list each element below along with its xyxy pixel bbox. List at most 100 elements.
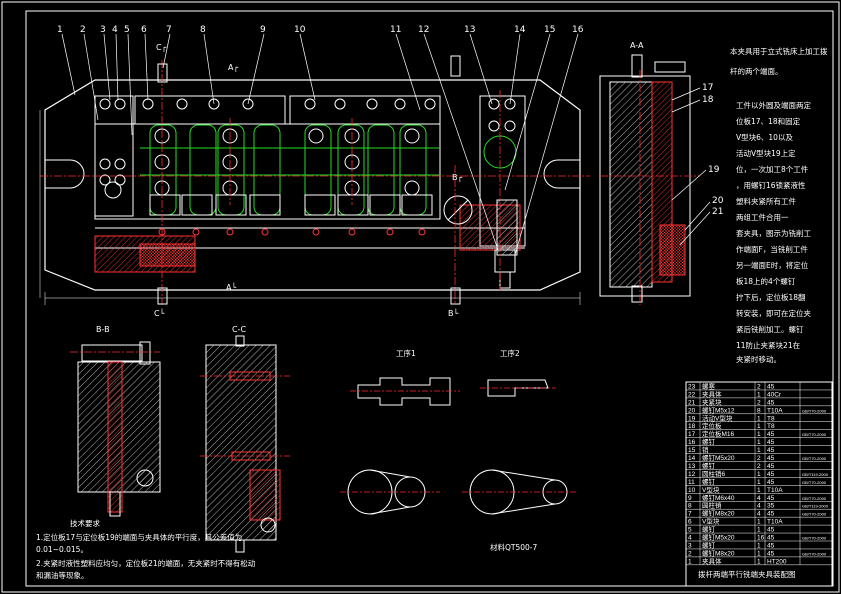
bom-cell: 22 xyxy=(688,391,696,398)
material-label: 材料QT500-7 xyxy=(490,542,538,552)
bom-cell: 45 xyxy=(767,447,775,454)
section-cc: C-C xyxy=(200,325,290,553)
tech-req-3: 2.夹紧时液性塑料应均匀，定位板21的端面，无夹紧时不得有松动 xyxy=(36,558,256,568)
bom-cell: 4 xyxy=(688,535,692,542)
op2-label: 工序2 xyxy=(500,348,520,358)
balloon-10: 10 xyxy=(294,25,306,35)
bom-cell: T10A xyxy=(767,487,783,494)
note-line-7: 位，一次加工8个工件 xyxy=(736,164,809,174)
bom-cell: 2 xyxy=(757,463,761,470)
bom-cell: 1 xyxy=(757,527,761,534)
bom-cell: 螺钉 xyxy=(702,540,716,549)
bom-cell: 螺钉 xyxy=(702,461,716,470)
bom-cell: 17 xyxy=(688,431,696,438)
side-view-aa: A-A 17 18 19 20 21 xyxy=(599,41,724,305)
balloon-16: 16 xyxy=(572,25,584,35)
note-line-18: 11防止夹紧块21在 xyxy=(736,340,801,350)
bom-cell: 螺钉 xyxy=(702,437,716,446)
bom-cell: V型块 xyxy=(702,517,720,526)
balloon-17: 17 xyxy=(702,83,713,93)
bom-cell: 1 xyxy=(757,431,761,438)
bom-cell: 40Cr xyxy=(767,391,782,398)
note-line-9: 塑料夹紧所有工件 xyxy=(736,196,796,206)
note-line-12: 作端面F，当铣削工件 xyxy=(736,244,808,254)
bom-cell: T10A xyxy=(767,519,783,526)
bom-cell: 45 xyxy=(767,535,775,542)
section-mark-a-top: A┌ xyxy=(228,63,238,73)
bom-cell: 4 xyxy=(757,495,761,502)
bom-cell: 定位板 xyxy=(702,421,722,430)
bom-cell: 1 xyxy=(757,439,761,446)
bom-cell: GB/T70-2000 xyxy=(802,512,827,517)
balloon-15: 15 xyxy=(544,25,555,35)
bom-cell: 圆柱销 xyxy=(702,501,722,510)
bom-cell: T10A xyxy=(767,407,783,414)
bom-cell: 45 xyxy=(767,511,775,518)
bom-cell: 8 xyxy=(688,503,692,510)
balloon-21: 21 xyxy=(712,207,723,217)
bom-cell: 13 xyxy=(688,463,696,470)
section-mark-b-bot: B└ xyxy=(448,308,458,318)
side-view-title: A-A xyxy=(630,41,644,50)
bom-cell: 3 xyxy=(688,542,692,549)
bom-cell: 11 xyxy=(688,479,695,486)
bom-cell: 19 xyxy=(688,415,696,422)
bom-cell: 18 xyxy=(688,423,696,430)
bom-cell: GB/T70-2000 xyxy=(802,456,827,461)
bom-cell: 夹具体 xyxy=(702,556,722,565)
bom-cell: 1 xyxy=(757,471,761,478)
bom-cell: 1 xyxy=(757,479,761,486)
bom-cell: V型块 xyxy=(702,485,720,494)
tech-req-title: 技术要求 xyxy=(70,518,100,528)
bom-cell: 45 xyxy=(767,463,775,470)
balloon-6: 6 xyxy=(141,25,147,35)
bom-cell: 5 xyxy=(688,527,692,534)
note-line-3: 工件以外圆及端面两定 xyxy=(736,100,811,110)
bom-cell: 45 xyxy=(767,439,775,446)
balloon-9: 9 xyxy=(260,25,266,35)
bom-cell: 销 xyxy=(702,445,709,454)
bom-cell: GB/T70-2000 xyxy=(802,480,827,485)
tech-req-2: 0.01~0.015。 xyxy=(36,545,88,554)
bom-cell: 45 xyxy=(767,479,775,486)
bom-cell: 定位板M16 xyxy=(702,429,735,438)
bom-cell: 1 xyxy=(757,447,761,454)
op1-label: 工序1 xyxy=(396,348,416,358)
bom-cell: GB/T70-2000 xyxy=(802,536,827,541)
bom-cell: 螺塞 xyxy=(702,381,716,390)
bom-cell: 16 xyxy=(757,535,765,542)
note-line-14: 板18上的4个螺钉 xyxy=(736,276,796,286)
bom-cell: 15 xyxy=(688,447,696,454)
bom-cell: 45 xyxy=(767,431,775,438)
bom-cell: 1 xyxy=(757,487,761,494)
bom-cell: 2 xyxy=(688,550,692,557)
section-cc-title: C-C xyxy=(232,325,246,334)
bom-cell: 螺钉M5x20 xyxy=(702,533,735,542)
balloon-4: 4 xyxy=(112,25,118,35)
balloon-2: 2 xyxy=(80,25,86,35)
note-line-19: 夹紧时移动。 xyxy=(736,354,781,364)
bom-cell: 螺钉M6x40 xyxy=(702,493,735,502)
bom-cell: 1 xyxy=(757,550,761,557)
note-line-5: V型块6、10以及 xyxy=(736,132,793,142)
bom-title: 拨杆两端平行铣端夹具装配图 xyxy=(698,569,796,579)
bom-cell: GB/T70-2000 xyxy=(802,408,827,413)
bom-cell: 螺钉M5x20 xyxy=(702,453,735,462)
balloon-13: 13 xyxy=(464,25,475,35)
bom-cell: 45 xyxy=(767,383,775,390)
bom-cell: 45 xyxy=(767,495,775,502)
bom-frame xyxy=(685,381,833,587)
note-line-2: 杆的两个端面。 xyxy=(730,66,783,76)
bom-cell: 夹具体 xyxy=(702,389,722,398)
bom-cell: 1 xyxy=(757,519,761,526)
bom-cell: 20 xyxy=(688,407,696,414)
bom-cell: 螺钉M8x20 xyxy=(702,509,735,518)
bom-cell: 16 xyxy=(688,439,696,446)
section-mark-c-top: C┌ xyxy=(156,43,167,53)
bom-cell: 45 xyxy=(767,550,775,557)
main-view xyxy=(39,33,590,305)
bom-cell: 45 xyxy=(767,455,775,462)
bom-cell: GB/T70-2000 xyxy=(802,496,827,501)
bom-cell: 螺钉M5x12 xyxy=(702,405,735,414)
